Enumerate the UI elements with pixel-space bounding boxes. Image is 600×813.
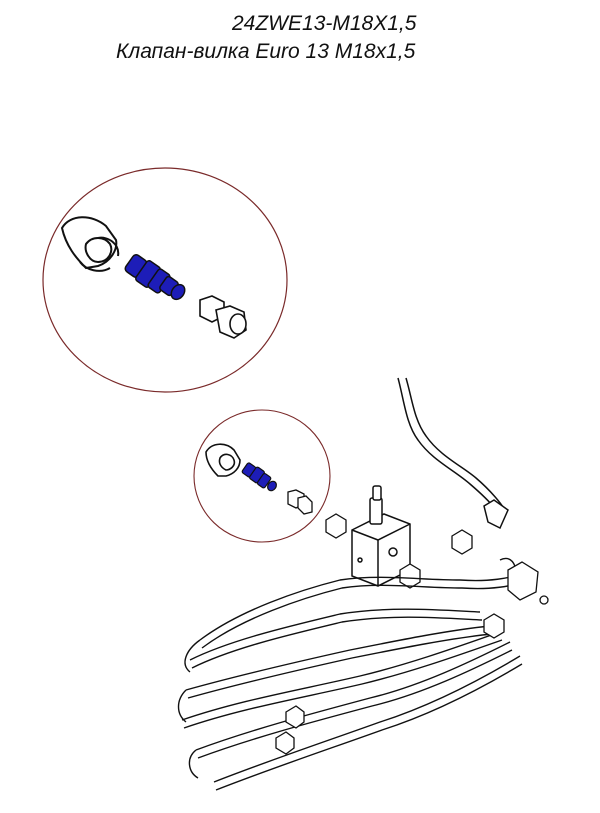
detail-callout-large bbox=[42, 167, 288, 393]
nut-small bbox=[287, 489, 313, 515]
valve-plug-small bbox=[241, 462, 277, 492]
upper-hose bbox=[397, 377, 509, 530]
coupler-small bbox=[205, 443, 241, 477]
hose-end-fittings bbox=[275, 561, 549, 755]
nut-assembly-large bbox=[199, 295, 247, 339]
hose-bundle bbox=[177, 557, 523, 791]
part-description: Клапан-вилка Euro 13 M18x1,5 bbox=[116, 40, 416, 63]
coupler-large bbox=[60, 216, 120, 272]
callout-circle-large bbox=[42, 167, 288, 393]
part-number: 24ZWE13-M18X1,5 bbox=[232, 12, 417, 35]
fittings bbox=[325, 513, 473, 589]
callout-circle-small bbox=[193, 409, 331, 543]
valve-plug-large bbox=[124, 254, 186, 301]
detail-callout-small bbox=[193, 409, 331, 543]
